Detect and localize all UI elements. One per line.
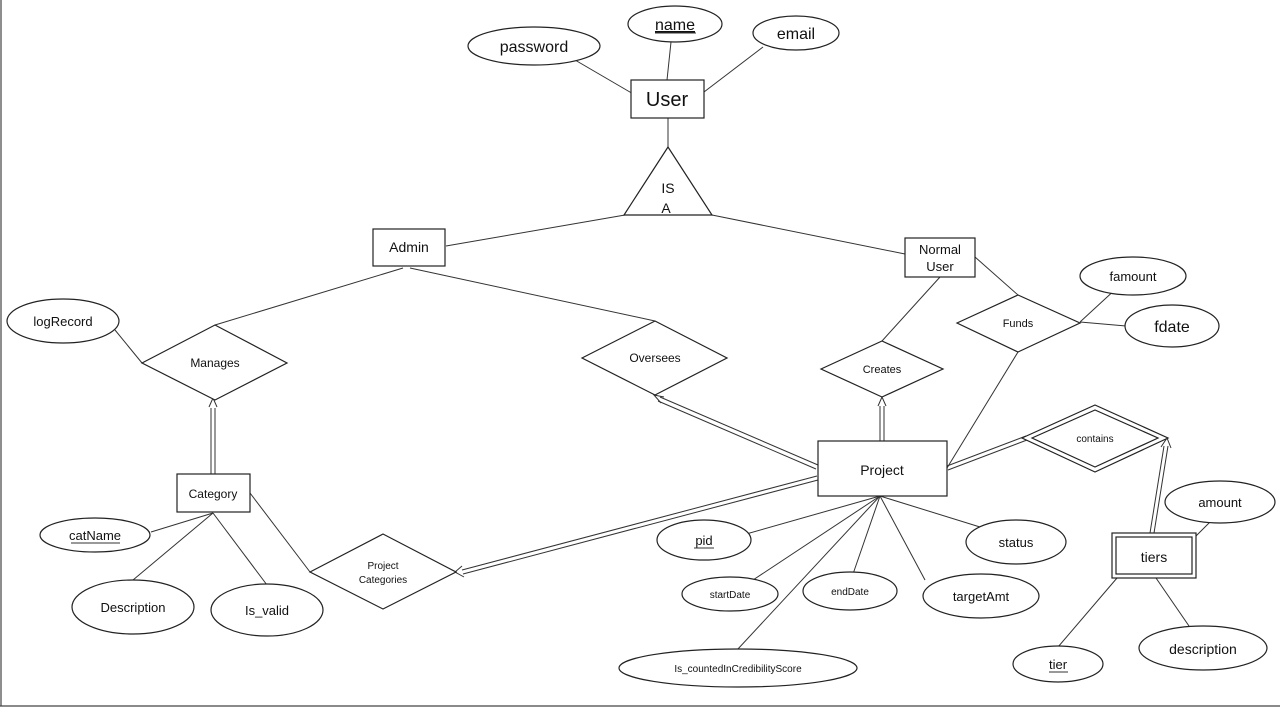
attribute-password: password xyxy=(467,26,601,66)
attribute-description-tier-label: description xyxy=(1169,641,1237,657)
attribute-fdate: fdate xyxy=(1124,304,1220,348)
attribute-famount: famount xyxy=(1079,256,1187,296)
entity-user: User xyxy=(630,79,705,119)
attribute-email: email xyxy=(752,15,840,51)
attribute-logrecord-label: logRecord xyxy=(33,314,92,329)
entity-category-label: Category xyxy=(189,487,238,501)
attribute-description-tier: description xyxy=(1138,625,1268,671)
entity-admin-label: Admin xyxy=(389,239,429,255)
attribute-name-key: name xyxy=(627,5,723,43)
relationship-project-categories: Project Categories xyxy=(308,533,458,610)
entity-normal-user: Normal User xyxy=(904,237,976,278)
isa-label-line2: A xyxy=(661,200,671,216)
relationship-oversees-label: Oversees xyxy=(629,351,680,365)
attribute-email-label: email xyxy=(777,26,815,43)
attribute-name-label: name xyxy=(655,17,695,34)
entity-normal-user-line2: User xyxy=(926,259,954,274)
attribute-startdate: startDate xyxy=(681,576,779,612)
attribute-is-valid-label: Is_valid xyxy=(245,603,289,618)
attribute-password-label: password xyxy=(500,39,568,56)
attribute-logrecord: logRecord xyxy=(6,298,120,344)
attribute-tier-key: tier xyxy=(1012,645,1104,683)
isa-label-line1: IS xyxy=(661,180,674,196)
attribute-enddate-label: endDate xyxy=(831,587,869,598)
attribute-tier-label: tier xyxy=(1049,657,1068,672)
attribute-catname-label: catName xyxy=(69,528,121,543)
attribute-startdate-label: startDate xyxy=(710,590,751,601)
relationship-creates-label: Creates xyxy=(863,364,902,376)
attribute-enddate: endDate xyxy=(802,571,898,611)
attribute-is-valid: Is_valid xyxy=(210,583,324,637)
attribute-amount-label: amount xyxy=(1198,495,1242,510)
relationship-creates: Creates xyxy=(819,340,945,398)
attribute-targetamt-label: targetAmt xyxy=(953,589,1010,604)
entity-tiers-label: tiers xyxy=(1141,549,1167,565)
attribute-pid-key: pid xyxy=(656,519,752,561)
entity-normal-user-line1: Normal xyxy=(919,242,961,257)
isa-triangle: IS A xyxy=(622,145,714,216)
attribute-pid-label: pid xyxy=(695,533,712,548)
relationship-oversees: Oversees xyxy=(580,320,729,396)
relationship-funds-label: Funds xyxy=(1003,318,1034,330)
entity-admin: Admin xyxy=(372,228,446,267)
attribute-is-counted-label: Is_countedInCredibilityScore xyxy=(674,664,802,675)
attribute-description-category: Description xyxy=(71,579,195,635)
participation-lines xyxy=(208,394,1172,578)
relationship-contains-identifying: contains xyxy=(1020,404,1170,473)
attribute-fdate-label: fdate xyxy=(1154,319,1190,336)
attribute-amount: amount xyxy=(1164,480,1276,524)
relationship-project-categories-line2: Categories xyxy=(359,575,407,586)
entity-project-label: Project xyxy=(860,462,904,478)
attribute-famount-label: famount xyxy=(1110,269,1157,284)
relationship-contains-label: contains xyxy=(1076,434,1113,445)
attribute-targetamt: targetAmt xyxy=(922,573,1040,619)
relationship-manages-label: Manages xyxy=(190,356,239,370)
attribute-description-category-label: Description xyxy=(100,600,165,615)
entity-category: Category xyxy=(176,473,251,513)
attribute-is-counted-in-credibility-score: Is_countedInCredibilityScore xyxy=(618,648,858,688)
attribute-status-label: status xyxy=(999,535,1034,550)
relationship-manages: Manages xyxy=(140,324,289,401)
attribute-catname-key: catName xyxy=(39,517,151,553)
entity-project: Project xyxy=(817,440,948,497)
entity-user-label: User xyxy=(646,89,689,111)
relationship-funds: Funds xyxy=(955,294,1082,353)
entity-tiers-weak: tiers xyxy=(1111,532,1197,579)
relationship-project-categories-line1: Project xyxy=(367,561,398,572)
attribute-status: status xyxy=(965,519,1067,565)
